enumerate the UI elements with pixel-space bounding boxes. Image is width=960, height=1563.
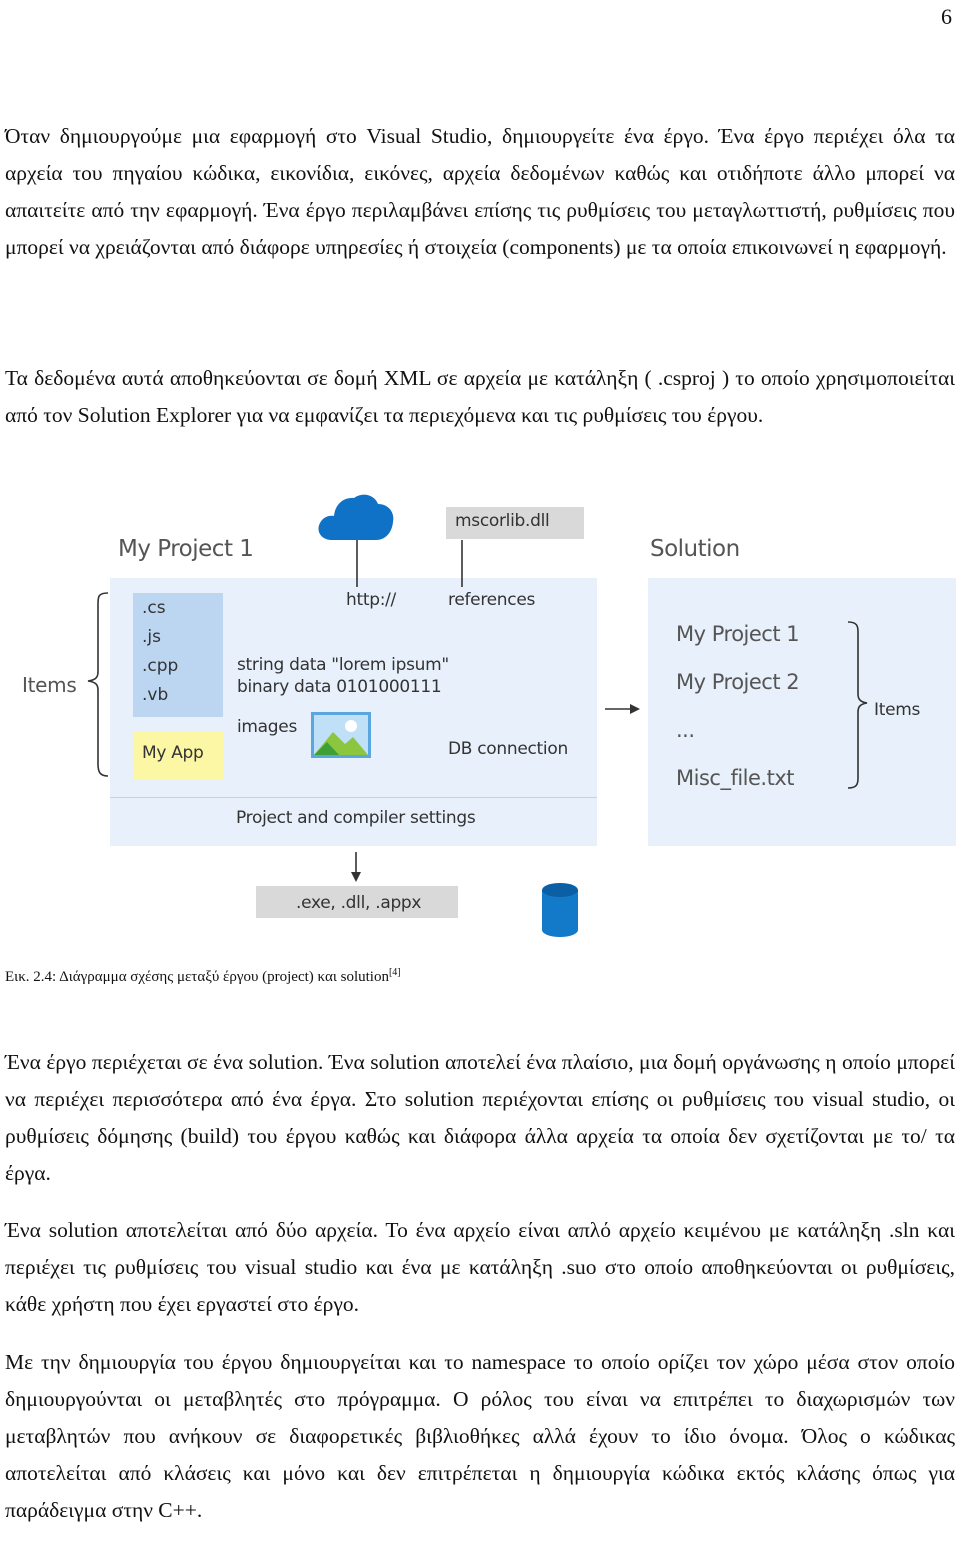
settings-divider [110, 797, 597, 798]
string-data-label: string data "lorem ipsum" [237, 655, 449, 675]
my-app-label: My App [142, 743, 204, 763]
file-cpp: .cpp [142, 656, 179, 676]
settings-label: Project and compiler settings [236, 808, 476, 828]
caption-reference: [4] [388, 967, 401, 978]
mscorlib-label: mscorlib.dll [455, 511, 550, 531]
project-solution-diagram: My Project 1 Solution mscorlib.dll http:… [0, 480, 960, 940]
image-icon [311, 712, 371, 758]
binary-data-label: binary data 0101000111 [237, 677, 442, 697]
output-box [256, 886, 458, 918]
references-label: references [448, 590, 536, 610]
output-label: .exe, .dll, .appx [296, 893, 422, 913]
items-label-left: Items [22, 673, 77, 697]
source-files-box [133, 593, 223, 717]
paragraph-xml: Τα δεδομένα αυτά αποθηκεύονται σε δομή X… [5, 366, 955, 427]
solution-item-ellipsis: ... [676, 718, 695, 742]
http-label: http:// [346, 590, 396, 610]
diagram-connectors [87, 540, 868, 882]
page-number: 6 [941, 4, 952, 29]
solution-item-misc: Misc_file.txt [676, 766, 795, 790]
file-cs: .cs [142, 598, 166, 618]
solution-panel [648, 578, 956, 846]
cloud-icon [318, 494, 394, 540]
solution-title: Solution [650, 536, 740, 562]
figure-caption: Εικ. 2.4: Διάγραμμα σχέσης μεταξύ έργου … [5, 962, 401, 988]
solution-item-project2: My Project 2 [676, 670, 800, 694]
project-title: My Project 1 [118, 536, 254, 562]
paragraph-namespace: Με την δημιουργία του έργου δημιουργείτα… [5, 1350, 955, 1522]
caption-text: Εικ. 2.4: Διάγραμμα σχέσης μεταξύ έργου … [5, 969, 389, 985]
file-vb: .vb [142, 685, 169, 705]
paragraph-solution-files: Ένα solution αποτελείται από δύο αρχεία.… [5, 1218, 955, 1316]
paragraph-solution: Ένα έργο περιέχεται σε ένα solution. Ένα… [5, 1050, 955, 1185]
paragraph-intro: Όταν δημιουργούμε μια εφαρμογή στο Visua… [5, 124, 955, 259]
images-label: images [237, 717, 298, 737]
solution-item-project1: My Project 1 [676, 622, 800, 646]
my-app-box [133, 732, 223, 780]
items-label-right: Items [874, 700, 921, 720]
file-js: .js [142, 627, 161, 647]
mscorlib-box [446, 507, 584, 539]
db-connection-label: DB connection [448, 739, 568, 759]
database-icon [542, 883, 578, 937]
